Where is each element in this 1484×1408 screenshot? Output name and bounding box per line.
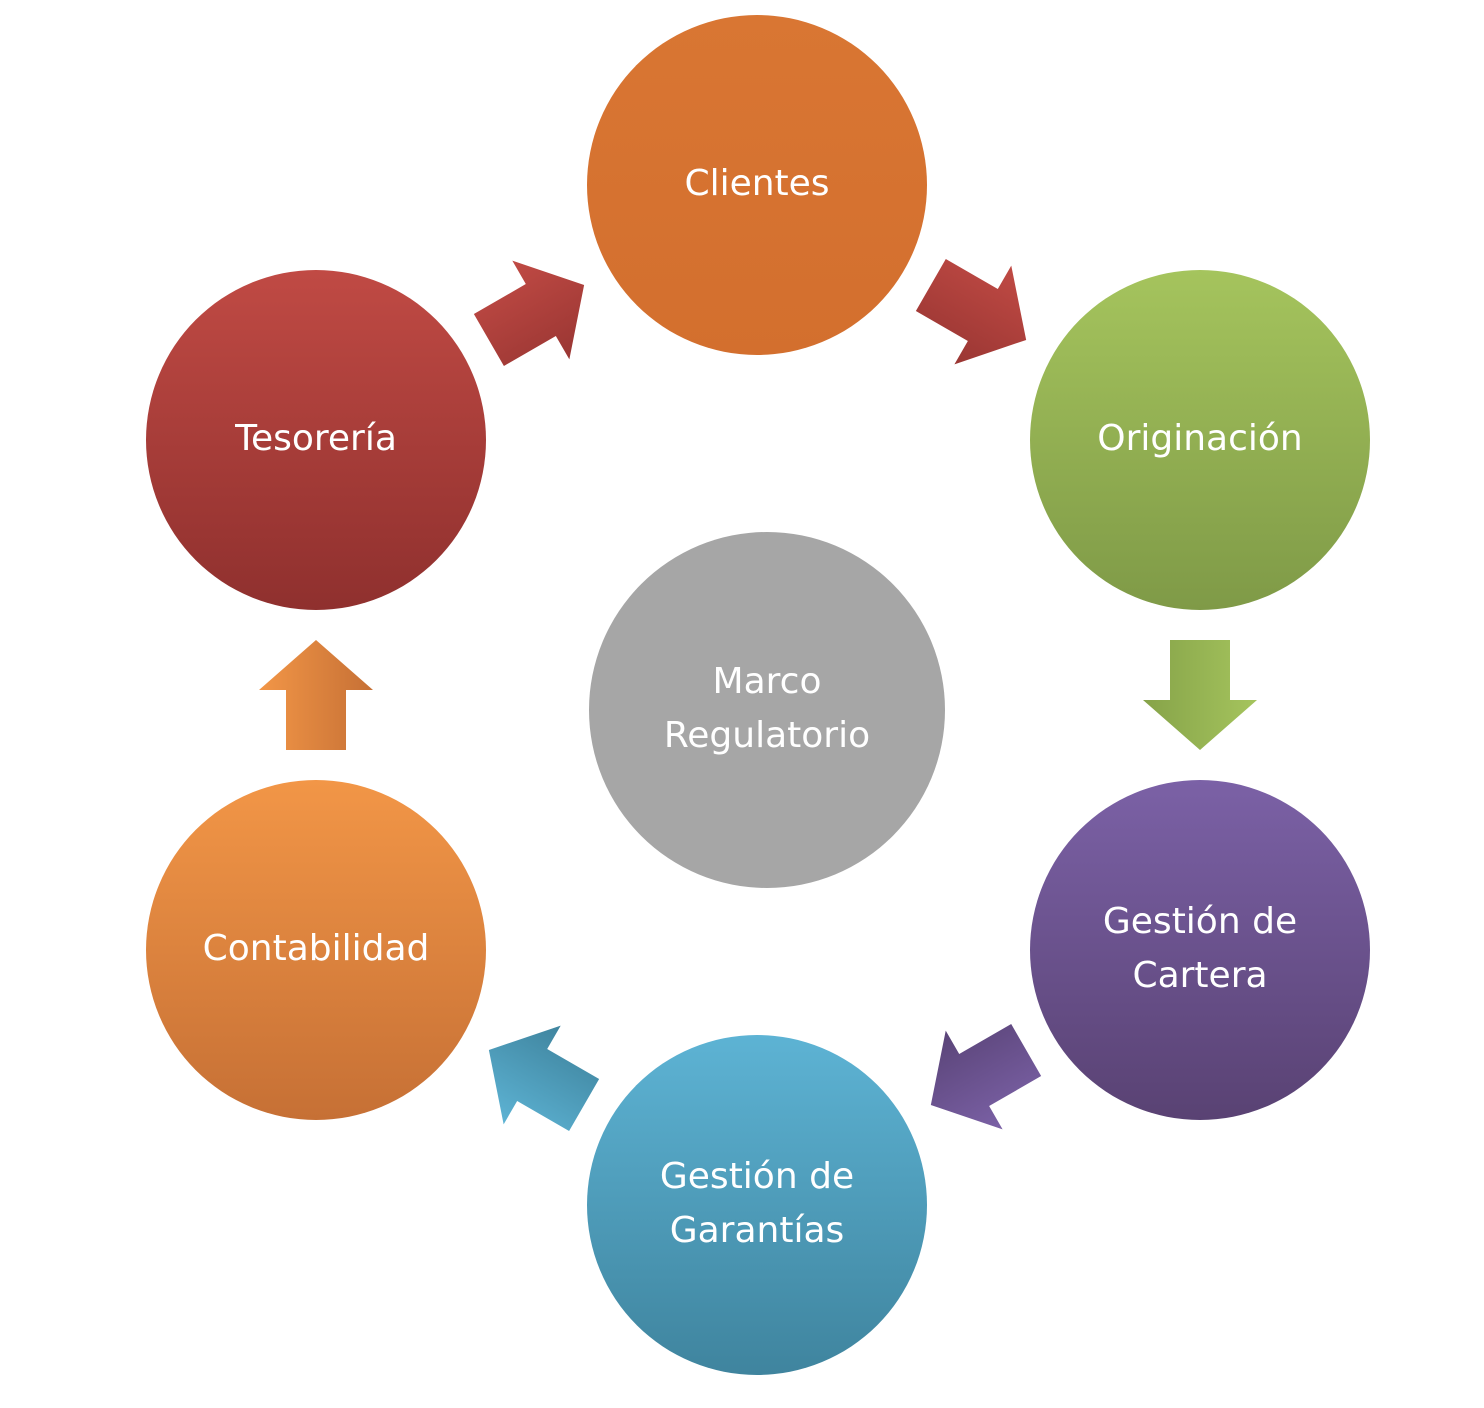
node-gestion-garantias-circle [587, 1035, 927, 1375]
node-contabilidad-circle [146, 780, 486, 1120]
node-gestion-cartera: Gestión de Cartera [1030, 780, 1370, 1120]
node-gestion-garantias: Gestión de Garantías [587, 1035, 927, 1375]
arrow-originacion-to-gestion-cartera [1143, 640, 1257, 750]
node-gestion-garantias-label: Garantías [670, 1210, 845, 1251]
node-tesoreria-label: Tesorería [234, 418, 397, 459]
center-node-label: Marco [713, 661, 822, 702]
center-node-circle [589, 532, 945, 888]
arrow-tesoreria-to-clientes [473, 260, 585, 367]
node-originacion: Originación [1030, 270, 1370, 610]
node-gestion-cartera-label: Gestión de [1103, 901, 1297, 942]
arrow-contabilidad-to-tesoreria [259, 640, 373, 750]
arrow-gestion-cartera-to-gestion-garantias [930, 1024, 1042, 1130]
node-clientes: Clientes [587, 15, 927, 355]
arrows-layer [259, 259, 1257, 1132]
node-contabilidad-label: Contabilidad [203, 928, 430, 969]
node-contabilidad: Contabilidad [146, 780, 486, 1120]
arrow-gestion-garantias-to-contabilidad [488, 1025, 600, 1132]
center-node-label: Regulatorio [664, 715, 870, 756]
node-originacion-label: Originación [1097, 418, 1303, 459]
node-gestion-cartera-circle [1030, 780, 1370, 1120]
node-originacion-circle [1030, 270, 1370, 610]
node-gestion-garantias-label: Gestión de [660, 1156, 854, 1197]
node-clientes-circle [587, 15, 927, 355]
node-gestion-cartera-label: Cartera [1132, 955, 1267, 996]
node-clientes-label: Clientes [684, 163, 829, 204]
arrow-clientes-to-originacion [915, 259, 1027, 365]
node-tesoreria: Tesorería [146, 270, 486, 610]
node-tesoreria-circle [146, 270, 486, 610]
